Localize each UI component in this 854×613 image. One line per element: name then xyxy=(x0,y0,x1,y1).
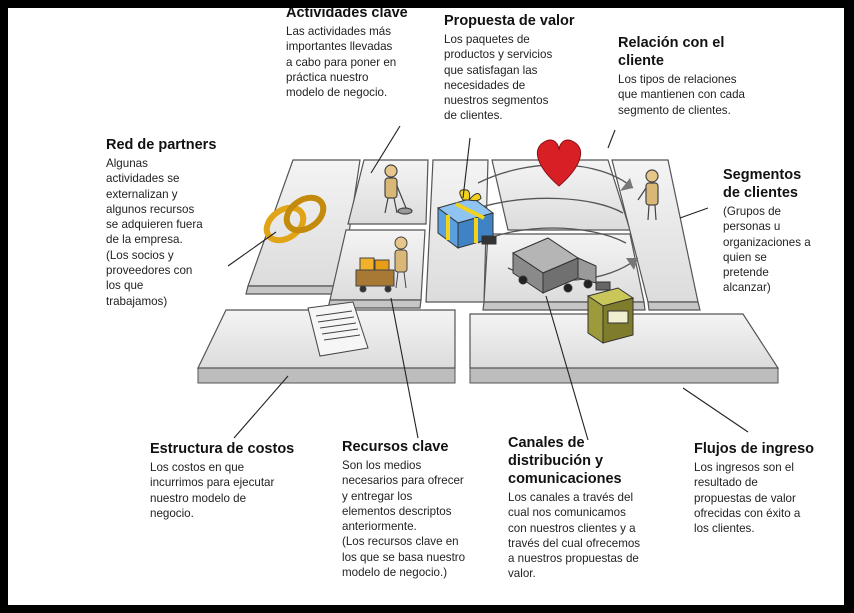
partners-desc: Algunas actividades se externalizan y al… xyxy=(106,157,203,247)
board-base xyxy=(197,367,779,384)
flujos-title: Flujos de ingreso xyxy=(694,441,815,457)
block-costos: Estructura de costos Los costos en que i… xyxy=(150,440,294,521)
rings-icon xyxy=(263,194,327,244)
block-recursos: Recursos clave Son los medios necesarios… xyxy=(342,438,465,580)
canales-title: Canales de distribución y comunicaciones xyxy=(508,435,622,487)
recursos-desc: Son los medios necesarios para ofrecer y… xyxy=(342,459,464,534)
block-relacion: Relación con el cliente Los tipos de rel… xyxy=(618,34,745,118)
gift-icon xyxy=(436,189,497,249)
costos-desc: Los costos en que incurrimos para ejecut… xyxy=(150,461,275,520)
costos-title: Estructura de costos xyxy=(150,441,295,457)
canales-desc: Los canales a través del cual nos comuni… xyxy=(508,491,641,581)
tile-revenue xyxy=(469,313,780,369)
segmentos-desc: (Grupos de personas u organizaciones a q… xyxy=(723,205,811,295)
relacion-desc: Los tipos de relaciones que mantienen co… xyxy=(618,73,745,117)
partners-title: Red de partners xyxy=(106,137,217,153)
person-icon xyxy=(637,169,659,221)
relacion-title: Relación con el cliente xyxy=(618,35,725,69)
block-actividades: Actividades clave Las actividades más im… xyxy=(286,8,408,100)
recursos-note: (Los recursos clave en los que se basa n… xyxy=(342,535,466,580)
actividades-title: Actividades clave xyxy=(286,8,408,21)
worker-icon xyxy=(384,164,413,215)
recursos-title: Recursos clave xyxy=(342,439,449,455)
truck-icon xyxy=(511,237,597,294)
boxes-icon xyxy=(355,236,408,293)
block-flujos: Flujos de ingreso Los ingresos son el re… xyxy=(694,440,814,536)
block-canales: Canales de distribución y comunicaciones… xyxy=(508,434,640,582)
canvas-illustration xyxy=(197,125,780,441)
partners-note: (Los socios y proveedores con los que tr… xyxy=(106,248,193,308)
business-model-canvas: Actividades clave Las actividades más im… xyxy=(8,8,844,605)
segmentos-title: Segmentos de clientes xyxy=(723,167,802,201)
propuesta-title: Propuesta de valor xyxy=(444,13,575,29)
document-icon xyxy=(307,301,369,357)
cash-register-icon xyxy=(586,281,635,344)
actividades-desc: Las actividades más importantes llevadas… xyxy=(286,25,397,100)
block-propuesta: Propuesta de valor Los paquetes de produ… xyxy=(444,12,575,124)
block-partners: Red de partners Algunas actividades se e… xyxy=(106,136,216,309)
leader-lines xyxy=(227,125,749,441)
heart-icon xyxy=(536,139,582,187)
block-segmentos: Segmentos de clientes (Grupos de persona… xyxy=(723,166,811,296)
propuesta-desc: Los paquetes de productos y servicios qu… xyxy=(444,33,553,123)
flujos-desc: Los ingresos son el resultado de propues… xyxy=(694,461,801,536)
